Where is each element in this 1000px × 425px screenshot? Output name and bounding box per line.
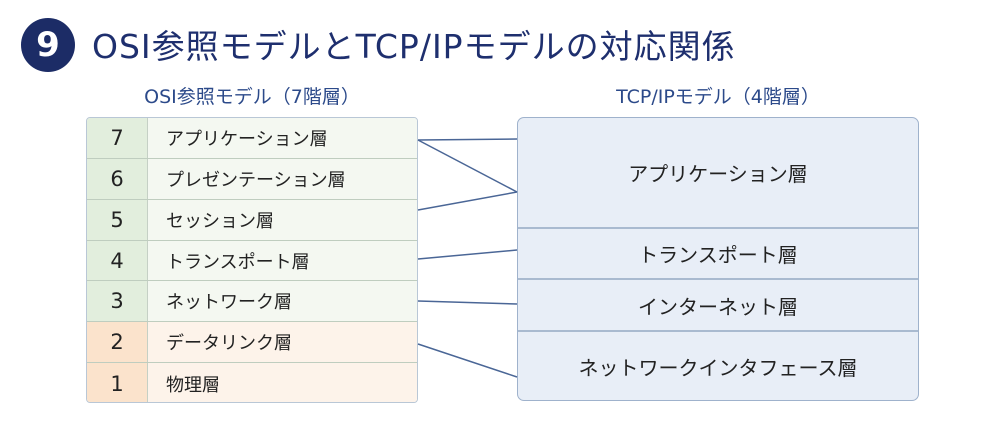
- layer-number: 1: [87, 363, 148, 402]
- tcp-network-interface-layer: ネットワークインタフェース層: [578, 355, 858, 380]
- layer-name: 物理層: [148, 363, 417, 402]
- layer-number: 6: [87, 158, 148, 199]
- connector-2-network-interface: [417, 343, 518, 378]
- connector-7-application: [417, 138, 518, 141]
- step-number-badge: 9: [21, 18, 75, 72]
- layer-name: ネットワーク層: [148, 281, 417, 322]
- connector-4-transport: [417, 249, 518, 260]
- layer-number: 4: [87, 240, 148, 281]
- layer-name: プレゼンテーション層: [148, 158, 417, 199]
- connector-3-internet: [417, 300, 518, 305]
- tcp-internet-layer: インターネット層: [518, 280, 918, 332]
- tcp-ip-model-table: アプリケーション層 トランスポート層 インターネット層 ネットワークインタフェー…: [517, 117, 919, 401]
- osi-heading: OSI参照モデル（7階層）: [144, 86, 360, 108]
- tcp-transport-layer: トランスポート層: [518, 229, 918, 280]
- page-title: OSI参照モデルとTCP/IPモデルの対応関係: [92, 27, 736, 66]
- layer-name: アプリケーション層: [148, 118, 417, 158]
- connector-6-application: [417, 139, 518, 193]
- layer-number: 3: [87, 281, 148, 322]
- layer-name: データリンク層: [148, 322, 417, 363]
- tcp-application-layer: アプリケーション層: [518, 118, 918, 229]
- connector-5-application: [417, 191, 518, 211]
- layer-name: セッション層: [148, 199, 417, 240]
- layer-number: 5: [87, 199, 148, 240]
- tcp-heading: TCP/IPモデル（4階層）: [616, 86, 820, 108]
- layer-number: 7: [87, 118, 148, 158]
- layer-number: 2: [87, 322, 148, 363]
- layer-name: トランスポート層: [148, 240, 417, 281]
